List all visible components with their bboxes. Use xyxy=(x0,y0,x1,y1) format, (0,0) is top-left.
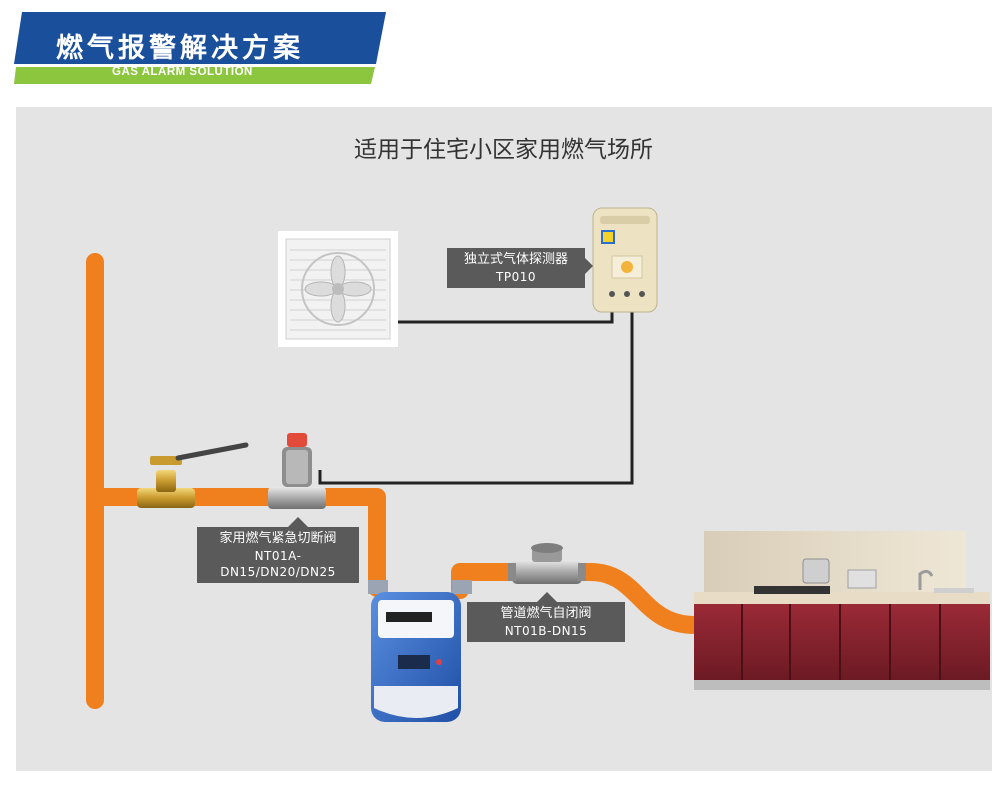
detector-label-pointer xyxy=(585,258,593,274)
detector-model: TP010 xyxy=(496,269,536,284)
emergency-valve-model: NT01A-DN15/DN20/DN25 xyxy=(220,548,336,579)
ball-valve-icon xyxy=(137,442,249,508)
auto-valve-name: 管道燃气自闭阀 xyxy=(500,606,592,621)
auto-valve-model: NT01B-DN15 xyxy=(504,623,588,638)
emergency-valve-name: 家用燃气紧急切断阀 xyxy=(219,531,337,546)
page-title: 燃气报警解决方案 xyxy=(56,33,304,64)
valve-label-pointer xyxy=(288,517,308,527)
auto-valve-label: 管道燃气自闭阀 NT01B-DN15 xyxy=(467,602,625,642)
detector-name: 独立式气体探测器 xyxy=(463,252,568,267)
gas-detector-icon xyxy=(592,207,658,313)
emergency-shutoff-valve-icon xyxy=(268,433,326,509)
auto-valve-label-pointer xyxy=(537,592,557,602)
emergency-valve-label: 家用燃气紧急切断阀 NT01A-DN15/DN20/DN25 xyxy=(197,527,359,583)
kitchen-cabinet-icon xyxy=(694,531,990,690)
banner-shape xyxy=(14,12,386,84)
detector-label: 独立式气体探测器 TP010 xyxy=(447,248,585,288)
header-banner: 燃气报警解决方案 GAS ALARM SOLUTION xyxy=(14,12,386,84)
scene-title: 适用于住宅小区家用燃气场所 xyxy=(354,137,653,163)
gas-meter-icon xyxy=(368,580,472,722)
signal-wires xyxy=(318,310,634,485)
auto-shutoff-valve-icon xyxy=(508,543,586,584)
page-subtitle: GAS ALARM SOLUTION xyxy=(112,66,253,78)
exhaust-fan-icon xyxy=(278,231,398,347)
